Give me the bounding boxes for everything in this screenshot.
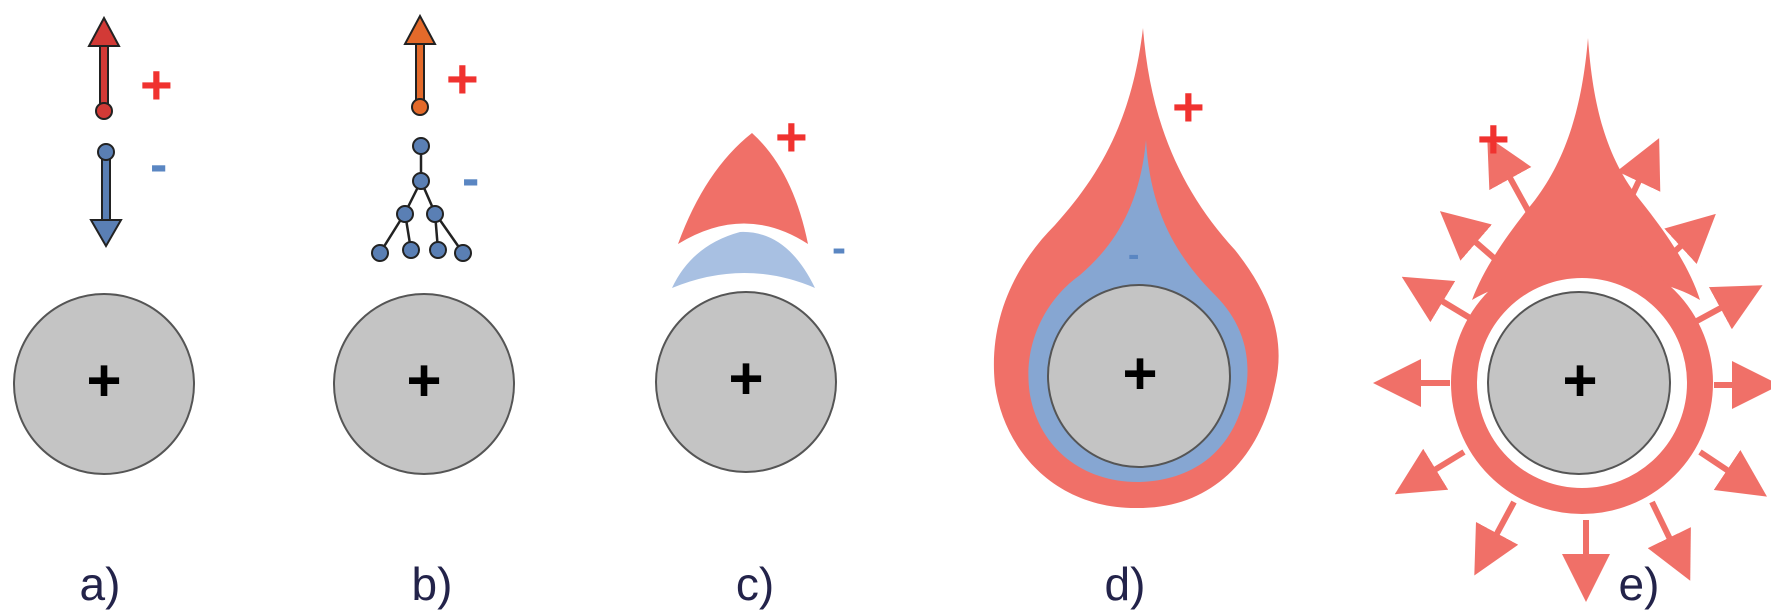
panel-label: b) (412, 558, 453, 610)
panel-label: c) (736, 558, 774, 610)
positive-charge-arrow (403, 13, 437, 116)
positive-charge-plume (1472, 38, 1700, 300)
negative-charge-cascade (371, 137, 472, 262)
plus-sign: + (1172, 75, 1205, 138)
panel-c: + - + c) (655, 105, 846, 610)
nucleus (13, 293, 195, 475)
plus-sign: + (1477, 107, 1510, 170)
plus-sign: + (775, 105, 808, 168)
positive-charge-region (678, 133, 808, 244)
nucleus (655, 291, 837, 473)
panel-label: e) (1619, 558, 1660, 610)
panel-label: d) (1105, 558, 1146, 610)
panel-b: + - + b) (333, 13, 515, 610)
nucleus (1487, 291, 1671, 475)
panel-a: + - + a) (13, 15, 195, 610)
nucleus-plus-sign: + (406, 347, 441, 414)
panel-label: a) (80, 558, 121, 610)
minus-sign: - (462, 150, 479, 208)
positive-charge-ring (1451, 252, 1713, 514)
positive-charge-arrow (87, 15, 121, 120)
nucleus-plus-sign: + (1562, 347, 1597, 414)
minus-sign: - (1128, 236, 1139, 274)
nucleus-plus-sign: + (86, 347, 121, 414)
nucleus (333, 293, 515, 475)
minus-sign: - (832, 224, 846, 271)
negative-charge-arrow (89, 143, 123, 249)
panel-d: + - + d) (993, 28, 1279, 610)
panel-e: + + e) (1373, 38, 1771, 610)
minus-sign: - (150, 136, 167, 194)
nucleus-plus-sign: + (728, 345, 763, 412)
nucleus-plus-sign: + (1122, 340, 1157, 407)
nucleus (1047, 284, 1231, 468)
negative-charge-region (672, 231, 815, 288)
plus-sign: + (140, 53, 173, 116)
plus-sign: + (446, 47, 479, 110)
